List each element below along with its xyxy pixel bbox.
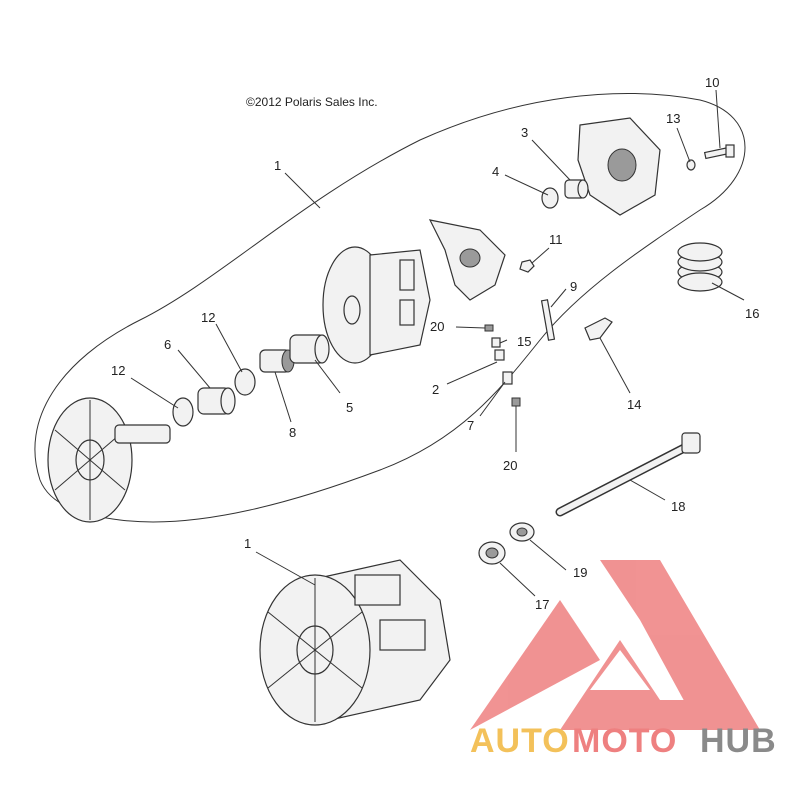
watermark-auto: AUTO bbox=[470, 722, 570, 760]
callout-15: 15 bbox=[517, 334, 531, 349]
leader-lines bbox=[130, 89, 745, 597]
ring-12-mid bbox=[234, 368, 256, 396]
logo-right-slope bbox=[600, 560, 760, 730]
spring-15 bbox=[491, 337, 501, 348]
callouts: 1 1 2 3 4 5 6 7 8 9 10 11 12 12 13 14 15… bbox=[111, 75, 759, 612]
callout-4: 4 bbox=[492, 164, 499, 179]
watermark-text: AUTO MOTO HUB bbox=[470, 722, 777, 760]
weight-14 bbox=[584, 317, 613, 341]
callout-7: 7 bbox=[467, 418, 474, 433]
callout-19: 19 bbox=[573, 565, 587, 580]
callout-6: 6 bbox=[164, 337, 171, 352]
callout-8: 8 bbox=[289, 425, 296, 440]
bolt-18 bbox=[555, 432, 701, 517]
sheave-with-shaft bbox=[47, 397, 171, 523]
callout-10: 10 bbox=[705, 75, 719, 90]
callout-1-top: 1 bbox=[274, 158, 281, 173]
ring-12-left bbox=[172, 397, 194, 427]
spider-assembly bbox=[428, 219, 506, 301]
callout-13: 13 bbox=[666, 111, 680, 126]
watermark-logo bbox=[470, 560, 760, 730]
bushing-6 bbox=[197, 387, 236, 415]
callout-3: 3 bbox=[521, 125, 528, 140]
bolt-10 bbox=[703, 144, 735, 160]
callout-9: 9 bbox=[570, 279, 577, 294]
logo-cutout bbox=[590, 650, 650, 690]
callout-16: 16 bbox=[745, 306, 759, 321]
callout-14: 14 bbox=[627, 397, 641, 412]
washer-13 bbox=[686, 159, 696, 171]
pin-20-lower bbox=[511, 397, 521, 407]
watermark-moto: MOTO bbox=[572, 722, 677, 760]
callout-12-mid: 12 bbox=[201, 310, 215, 325]
callout-11: 11 bbox=[549, 232, 563, 247]
ring-4 bbox=[541, 187, 559, 209]
callout-18: 18 bbox=[671, 499, 685, 514]
nut-11 bbox=[519, 259, 535, 273]
callout-1-bottom: 1 bbox=[244, 536, 251, 551]
callout-17: 17 bbox=[535, 597, 549, 612]
watermark-hub: HUB bbox=[700, 722, 777, 760]
bushing-3 bbox=[564, 179, 589, 199]
assembled-clutch bbox=[259, 559, 451, 726]
pin-9 bbox=[540, 299, 556, 341]
clutch-cover bbox=[577, 117, 661, 216]
callout-2: 2 bbox=[432, 382, 439, 397]
copyright-text: ©2012 Polaris Sales Inc. bbox=[246, 95, 378, 109]
spring-16 bbox=[677, 242, 723, 292]
exploded-outline bbox=[34, 93, 746, 523]
washer-19 bbox=[509, 522, 535, 542]
logo-left-peak bbox=[470, 600, 600, 730]
callout-5: 5 bbox=[346, 400, 353, 415]
callout-20-upper: 20 bbox=[430, 319, 444, 334]
roller-2 bbox=[494, 349, 505, 361]
pin-20-upper bbox=[484, 324, 494, 332]
bushing-8 bbox=[259, 349, 295, 373]
callout-20-lower: 20 bbox=[503, 458, 517, 473]
bushing-7 bbox=[502, 371, 513, 385]
bushing-5 bbox=[289, 334, 330, 364]
callout-12-left: 12 bbox=[111, 363, 125, 378]
bushing-17 bbox=[478, 541, 506, 565]
moveable-sheave bbox=[322, 246, 431, 364]
